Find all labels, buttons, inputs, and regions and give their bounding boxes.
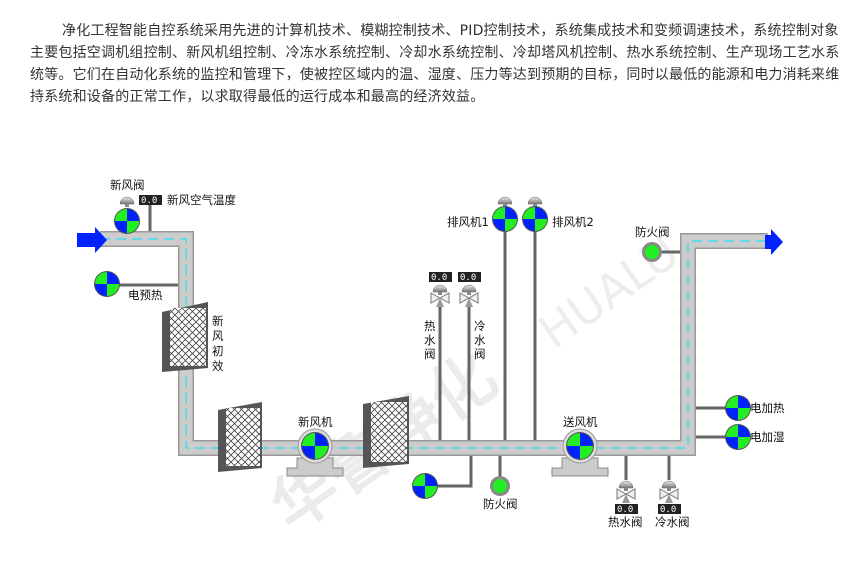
high-filter	[363, 396, 409, 468]
fire-damper-top[interactable]	[642, 242, 662, 262]
return-air-valve[interactable]	[412, 473, 438, 499]
svg-text:HUALU: HUALU	[529, 225, 688, 359]
svg-text:水: 水	[474, 333, 486, 347]
electric-humidify-label: 电加湿	[750, 430, 785, 444]
pre-heat-indicator[interactable]	[94, 271, 120, 297]
exhaust-fan-1-actuator-icon	[497, 196, 513, 207]
cold-water-valve-bottom[interactable]	[659, 488, 679, 503]
hot-valve-top-label: 热水阀	[424, 319, 436, 361]
electric-heat-label: 电加热	[750, 401, 785, 415]
svg-text:0.0: 0.0	[431, 273, 447, 283]
actuator-icon	[661, 480, 677, 491]
fresh-air-temp-label: 新风空气温度	[167, 193, 236, 207]
fresh-fan-label: 新风机	[298, 415, 333, 429]
fire-damper-top-label: 防火阀	[635, 225, 670, 239]
pre-heat-label: 电预热	[128, 288, 163, 302]
fresh-air-damper-valve[interactable]	[114, 208, 140, 234]
actuator-icon	[618, 480, 634, 491]
svg-text:新: 新	[212, 314, 224, 328]
svg-text:初: 初	[212, 344, 224, 358]
cold-valve-bottom-label: 冷水阀	[655, 515, 690, 529]
exhaust-fan-2-label: 排风机2	[552, 215, 594, 229]
svg-text:0.0: 0.0	[460, 273, 476, 283]
exhaust-fan-2-actuator-icon	[527, 196, 543, 207]
cold-valve-top-display: 0.0	[458, 272, 481, 283]
hot-water-valve-bottom[interactable]	[616, 488, 636, 503]
hot-valve-bottom-display: 0.0	[615, 504, 638, 515]
signal-lines	[118, 204, 726, 488]
exhaust-fan-1[interactable]	[492, 206, 518, 232]
medium-filter	[218, 402, 262, 472]
primary-filter	[162, 302, 208, 372]
fire-damper-bottom-label: 防火阀	[483, 497, 518, 511]
fire-damper-bottom[interactable]	[490, 476, 510, 496]
outlet-arrow-icon	[765, 229, 783, 255]
exhaust-fan-1-label: 排风机1	[447, 215, 489, 229]
fan-rotor-icon[interactable]	[301, 432, 329, 460]
electric-humidify-indicator[interactable]	[725, 424, 751, 450]
svg-text:0.0: 0.0	[617, 505, 633, 515]
inlet-arrow-icon	[77, 227, 107, 253]
svg-text:阀: 阀	[474, 347, 486, 361]
primary-filter-label: 新风 初效	[212, 314, 224, 373]
cold-water-valve-top[interactable]	[459, 292, 479, 307]
intro-paragraph: 净化工程智能自控系统采用先进的计算机技术、模糊控制技术、PID控制技术，系统集成…	[30, 23, 840, 105]
hot-water-valve-top[interactable]	[430, 292, 450, 307]
exhaust-fan-2[interactable]	[522, 206, 548, 232]
svg-text:0.0: 0.0	[141, 196, 157, 206]
svg-text:热: 热	[424, 319, 436, 333]
svg-text:冷: 冷	[474, 319, 486, 333]
fresh-air-damper-label: 新风阀	[110, 178, 145, 192]
hot-valve-top-display: 0.0	[429, 272, 452, 283]
cold-valve-top-label: 冷水阀	[474, 319, 486, 361]
air-duct	[100, 231, 768, 456]
svg-text:阀: 阀	[424, 347, 436, 361]
svg-text:0.0: 0.0	[660, 505, 676, 515]
fan-rotor-icon[interactable]	[566, 432, 594, 460]
svg-text:水: 水	[424, 333, 436, 347]
actuator-icon	[432, 284, 448, 295]
actuator-icon	[461, 284, 477, 295]
fresh-air-damper-actuator-icon	[119, 196, 135, 207]
svg-text:效: 效	[212, 359, 224, 373]
hot-valve-bottom-label: 热水阀	[608, 515, 643, 529]
fresh-air-temp-display: 0.0	[139, 195, 162, 206]
svg-text:风: 风	[212, 329, 224, 343]
electric-heat-indicator[interactable]	[725, 395, 751, 421]
cold-valve-bottom-display: 0.0	[658, 504, 681, 515]
supply-fan-label: 送风机	[563, 415, 598, 429]
